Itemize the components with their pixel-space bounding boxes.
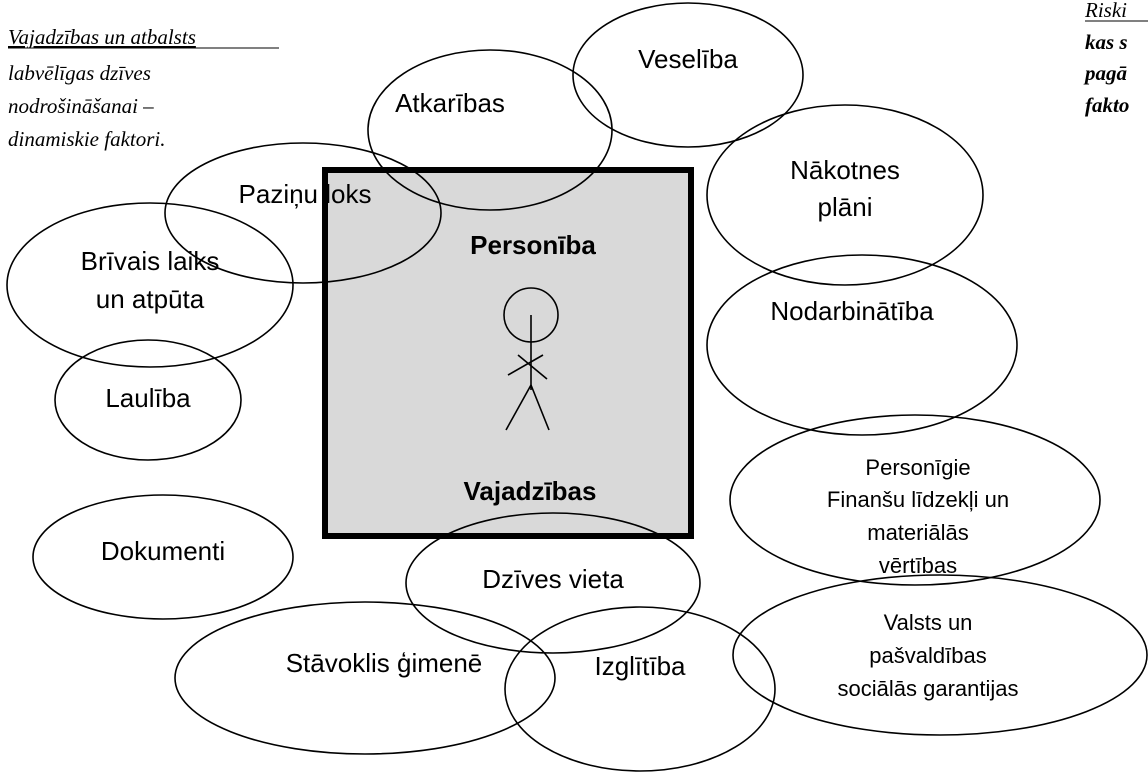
right-note-line3: fakto [1085, 93, 1129, 117]
label-lauliba: Laulība [105, 383, 191, 413]
ellipse-atkaribas [367, 49, 613, 211]
label-nakotnes-plani-1: Nākotnes [790, 155, 900, 185]
label-veseliba: Veselība [638, 44, 738, 74]
left-note-heading: Vajadzības un atbalsts [8, 25, 196, 49]
label-brivais-laiks-2: un atpūta [96, 284, 205, 314]
label-garantijas-1: Valsts un [884, 610, 973, 635]
right-note-heading: Riski [1084, 0, 1127, 22]
label-finanses-3: materiālās [867, 520, 968, 545]
label-finanses-4: vērtības [879, 553, 957, 578]
left-note-line3: dinamiskie faktori. [8, 127, 165, 151]
center-title: Personība [470, 230, 596, 260]
label-nodarbinatiba: Nodarbinātība [770, 296, 934, 326]
ellipse-pazinu-loks [164, 142, 442, 284]
label-nakotnes-plani-2: plāni [818, 192, 873, 222]
label-finanses-1: Personīgie [865, 455, 970, 480]
ellipse-izglitiba [504, 606, 776, 772]
label-finanses-2: Finanšu līdzekļi un [827, 487, 1009, 512]
ellipse-veseliba [572, 2, 804, 148]
ellipse-stavoklis-gimene [174, 601, 556, 755]
label-atkaribas: Atkarības [395, 88, 505, 118]
center-subtitle: Vajadzības [464, 476, 597, 506]
label-pazinu-loks: Paziņu loks [239, 179, 372, 209]
ellipse-lauliba [54, 339, 242, 461]
left-note-line1: labvēlīgas dzīves [8, 61, 151, 85]
ellipse-brivais-laiks [6, 202, 294, 368]
ellipse-nakotnes-plani [706, 104, 984, 286]
right-note-line2: pagā [1083, 61, 1127, 85]
ellipse-nodarbinatiba [706, 254, 1018, 436]
ellipse-dzives-vieta [405, 512, 701, 654]
left-note-line2: nodrošināšanai – [8, 94, 154, 118]
label-stavoklis-gimene: Stāvoklis ģimenē [286, 648, 483, 678]
ellipse-finanses [729, 414, 1101, 586]
person-icon [503, 287, 559, 431]
right-note-line1: kas s [1085, 30, 1128, 54]
ellipse-dokumenti [32, 494, 294, 620]
label-garantijas-3: sociālās garantijas [838, 676, 1019, 701]
label-dokumenti: Dokumenti [101, 536, 225, 566]
label-garantijas-2: pašvaldības [869, 643, 986, 668]
ellipse-garantijas [732, 574, 1148, 736]
label-dzives-vieta: Dzīves vieta [482, 564, 624, 594]
personality-box [322, 167, 694, 539]
label-brivais-laiks-1: Brīvais laiks [81, 246, 220, 276]
label-izglitiba: Izglītība [594, 651, 686, 681]
